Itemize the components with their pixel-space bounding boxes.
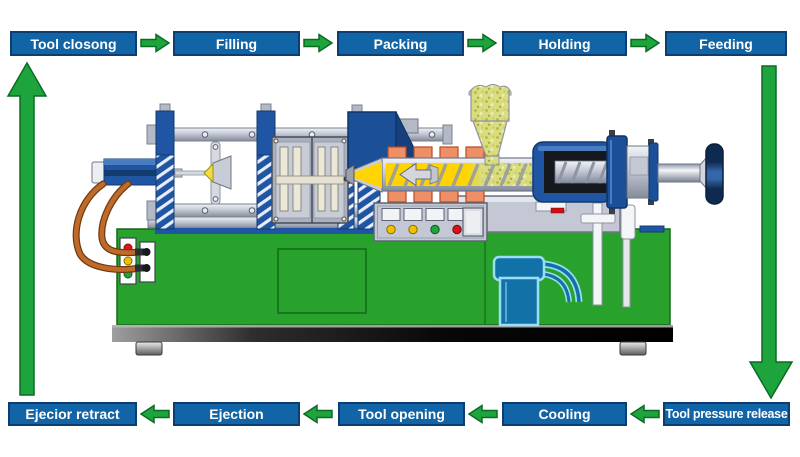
machine-foot xyxy=(135,341,163,356)
cycle-arrow-down-icon xyxy=(748,65,794,400)
step-box-tool-opening: Tool opening xyxy=(338,402,465,426)
indicator-light-green xyxy=(430,224,440,235)
step-box-holding: Holding xyxy=(502,31,627,56)
hose-plugs xyxy=(135,248,151,272)
machine-base xyxy=(112,225,673,356)
panel-keys xyxy=(381,208,467,221)
heater-bands xyxy=(387,146,485,203)
flow-arrow-right-icon xyxy=(467,33,497,53)
step-box-cooling: Cooling xyxy=(502,402,627,426)
drive-end-wheel xyxy=(705,143,724,205)
flow-arrow-left-icon xyxy=(303,404,333,424)
base-door xyxy=(277,248,367,314)
base-plinth xyxy=(112,325,673,342)
step-box-packing: Packing xyxy=(337,31,464,56)
toggle-mechanism xyxy=(203,141,232,205)
flow-arrow-right-icon xyxy=(630,33,660,53)
control-panel xyxy=(373,202,488,242)
support-rods xyxy=(580,202,636,308)
screw-direction-arrow-icon xyxy=(399,162,432,187)
indicator-light-yellow xyxy=(386,224,396,235)
flow-arrow-left-icon xyxy=(630,404,660,424)
mold xyxy=(271,136,349,224)
screw-drive-unit xyxy=(532,130,724,214)
step-box-tool-pressure-release: Tool pressure release xyxy=(663,402,790,426)
cycle-arrow-up-icon xyxy=(6,61,48,396)
hydraulic-pump xyxy=(492,255,583,327)
step-box-ejection: Ejection xyxy=(173,402,300,426)
hopper xyxy=(468,84,512,166)
machine-foot xyxy=(619,341,647,356)
flow-arrow-right-icon xyxy=(303,33,333,53)
clamping-cylinder xyxy=(91,158,210,186)
step-box-feeding: Feeding xyxy=(665,31,787,56)
indicator-light-red xyxy=(452,224,462,235)
step-box-tool-closing: Tool closong xyxy=(10,31,137,56)
step-box-ejector-retract: Ejecior retract xyxy=(8,402,137,426)
flow-arrow-right-icon xyxy=(140,33,170,53)
coolant-hoses xyxy=(72,180,144,273)
indicator-light-yellow xyxy=(408,224,418,235)
flow-arrow-left-icon xyxy=(468,404,498,424)
nozzle xyxy=(345,157,383,193)
step-box-filling: Filling xyxy=(173,31,300,56)
injection-barrel xyxy=(345,146,537,203)
flow-arrow-left-icon xyxy=(140,404,170,424)
piston-rod xyxy=(657,163,703,183)
